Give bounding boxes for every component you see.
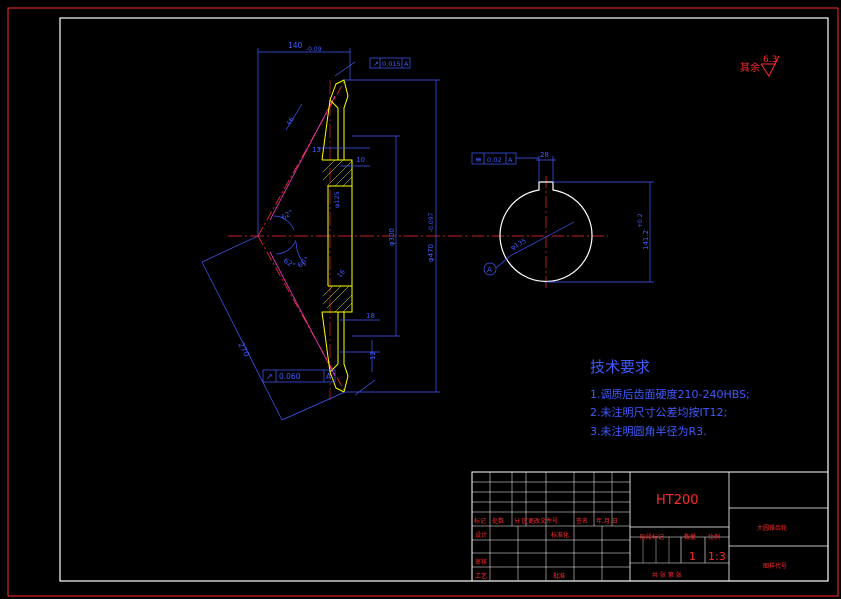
- keyway-width: 28: [540, 151, 549, 159]
- tb-weight: 数量: [684, 533, 696, 541]
- runout-symbol-icon-bottom: ↗: [266, 372, 273, 381]
- datum-circle-label: A: [487, 266, 492, 274]
- tb-scale-label: 比例: [708, 533, 720, 541]
- tb-scale: 1:3: [708, 550, 726, 563]
- dim-46: 46: [285, 116, 296, 127]
- runout-symbol-icon: ↗: [373, 60, 379, 68]
- tb-sheet-info: 共 张 第 张: [652, 571, 682, 579]
- dim-10: 10: [356, 156, 365, 164]
- angle-62-top: 62°: [280, 209, 295, 222]
- dim-13: 13: [312, 146, 321, 154]
- runout-bottom-value: 0.060: [279, 372, 301, 381]
- runout-top-datum: A: [404, 60, 409, 68]
- runout-bottom-datum: A: [326, 372, 332, 381]
- tech-req-item-3: 3.未注明圆角半径为R3.: [590, 424, 707, 438]
- tb-header-date: 年.月.日: [596, 517, 618, 525]
- tb-qty: 1: [689, 550, 696, 563]
- dia-300: φ300: [388, 228, 396, 246]
- tb-header-mark: 标记: [474, 517, 486, 525]
- tb-part-name: 大圆锥齿轮: [757, 524, 787, 532]
- gear-section-view: ↗ 0.015 A ↗ 0.060 A 140 -0.09 13 10 18 1…: [201, 41, 470, 421]
- bore-dia: φ135: [509, 237, 528, 252]
- title-block: 标记 处数 分 区 更改文件号 签名 年.月.日 设计 标准化 审核 工艺 批准…: [471, 471, 829, 582]
- runout-frame-bottom: ↗ 0.060 A: [262, 369, 336, 383]
- angle-62-bottom: 62°: [282, 257, 297, 270]
- tb-stage-mark: 阶段标记: [640, 533, 664, 541]
- dia-470-tol: -0.097: [428, 212, 435, 232]
- angle-60: 60°: [296, 255, 311, 269]
- keyway-depth-tol: +0.2: [637, 213, 644, 228]
- tb-header-change-doc: 更改文件号: [528, 517, 558, 525]
- datum-circle-icon: [483, 262, 497, 276]
- dim-12: 12: [369, 351, 377, 360]
- tech-req-title: 技术要求: [590, 358, 650, 376]
- tb-approve: 批准: [553, 572, 565, 580]
- tb-header-zone: 分 区: [514, 517, 528, 525]
- dim-16: 16: [335, 268, 346, 279]
- dim-18: 18: [366, 312, 375, 320]
- dim-270: 270: [236, 341, 251, 359]
- technical-requirements: 技术要求 1.调质后齿面硬度210-240HBS; 2.未注明尺寸公差均按IT1…: [590, 358, 750, 438]
- tb-material: HT200: [656, 493, 699, 508]
- runout-frame-top: ↗ 0.015 A: [369, 57, 411, 69]
- keyway-depth: 141.2: [642, 230, 650, 250]
- surface-finish-value: 6.3: [763, 55, 777, 65]
- tb-process: 工艺: [475, 572, 487, 580]
- tb-review: 审核: [475, 558, 487, 566]
- dia-470: φ470: [427, 244, 435, 262]
- outer-frame: [7, 7, 839, 597]
- tb-standardize: 标准化: [551, 531, 569, 539]
- symmetry-symbol-icon: ≡: [475, 155, 482, 164]
- hub-end-view: ≡ 0.02 A 28 141.2 +0.2 φ135 A: [471, 151, 654, 290]
- surface-finish-symbol: 其余 6.3: [740, 55, 780, 77]
- dim-top-width: 140: [288, 41, 303, 50]
- runout-top-value: 0.015: [382, 60, 401, 68]
- tb-header-sign: 签名: [576, 517, 588, 525]
- inner-frame: [59, 17, 829, 582]
- surface-finish-label: 其余: [740, 61, 760, 74]
- tb-header-count: 处数: [492, 517, 504, 525]
- keyway-sym-datum: A: [508, 156, 513, 164]
- symmetry-frame: ≡ 0.02 A: [471, 152, 517, 165]
- keyway-sym-tol: 0.02: [487, 156, 501, 164]
- tech-req-item-1: 1.调质后齿面硬度210-240HBS;: [590, 387, 750, 401]
- tech-req-item-2: 2.未注明尺寸公差均按IT12;: [590, 405, 727, 419]
- tb-design: 设计: [475, 531, 487, 539]
- dim-top-width-tol: -0.09: [306, 46, 322, 53]
- bore-ref-dim: φ125: [333, 191, 341, 208]
- tb-drawing-code: 图样代号: [763, 562, 787, 570]
